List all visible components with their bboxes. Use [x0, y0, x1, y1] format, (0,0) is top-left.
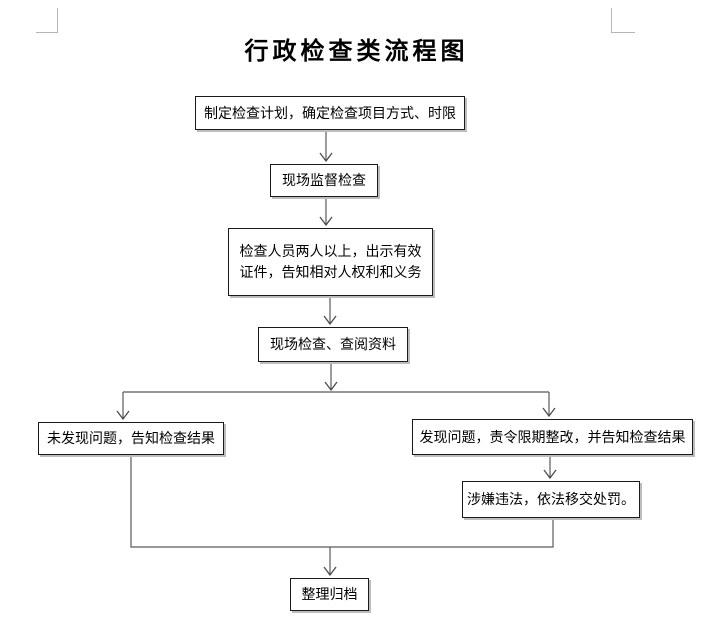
- node-label: 现场监督检查: [282, 172, 366, 188]
- node-label: 整理归档: [301, 586, 358, 602]
- node-label: 现场检查、查阅资料: [270, 336, 396, 352]
- page-title: 行政检查类流程图: [244, 38, 469, 65]
- node-onsite-supervision: 现场监督检查: [270, 164, 378, 197]
- node-organize-archive: 整理归档: [290, 578, 369, 611]
- node-make-inspection-plan: 制定检查计划，确定检查项目方式、时限: [195, 96, 465, 130]
- node-onsite-check-review-materials: 现场检查、查阅资料: [258, 327, 408, 362]
- node-no-problem-found: 未发现问题，告知检查结果: [38, 422, 224, 455]
- node-suspected-illegal-transfer: 涉嫌违法，依法移交处罚。: [462, 481, 640, 518]
- node-label: 发现问题，责令限期整改，并告知检查结果: [419, 428, 686, 445]
- node-problem-found-rectify: 发现问题，责令限期整改，并告知检查结果: [412, 419, 693, 455]
- node-inspectors-show-credentials: 检查人员两人以上，出示有效证件，告知相对人权利和义务: [228, 228, 433, 296]
- node-label: 未发现问题，告知检查结果: [47, 430, 215, 446]
- node-label: 涉嫌违法，依法移交处罚。: [467, 491, 635, 507]
- margin-cropmark-top-right: [611, 8, 635, 33]
- node-label: 检查人员两人以上，出示有效证件，告知相对人权利和义务: [239, 243, 422, 280]
- margin-cropmark-top-left: [36, 8, 58, 33]
- node-label: 制定检查计划，确定检查项目方式、时限: [204, 104, 456, 121]
